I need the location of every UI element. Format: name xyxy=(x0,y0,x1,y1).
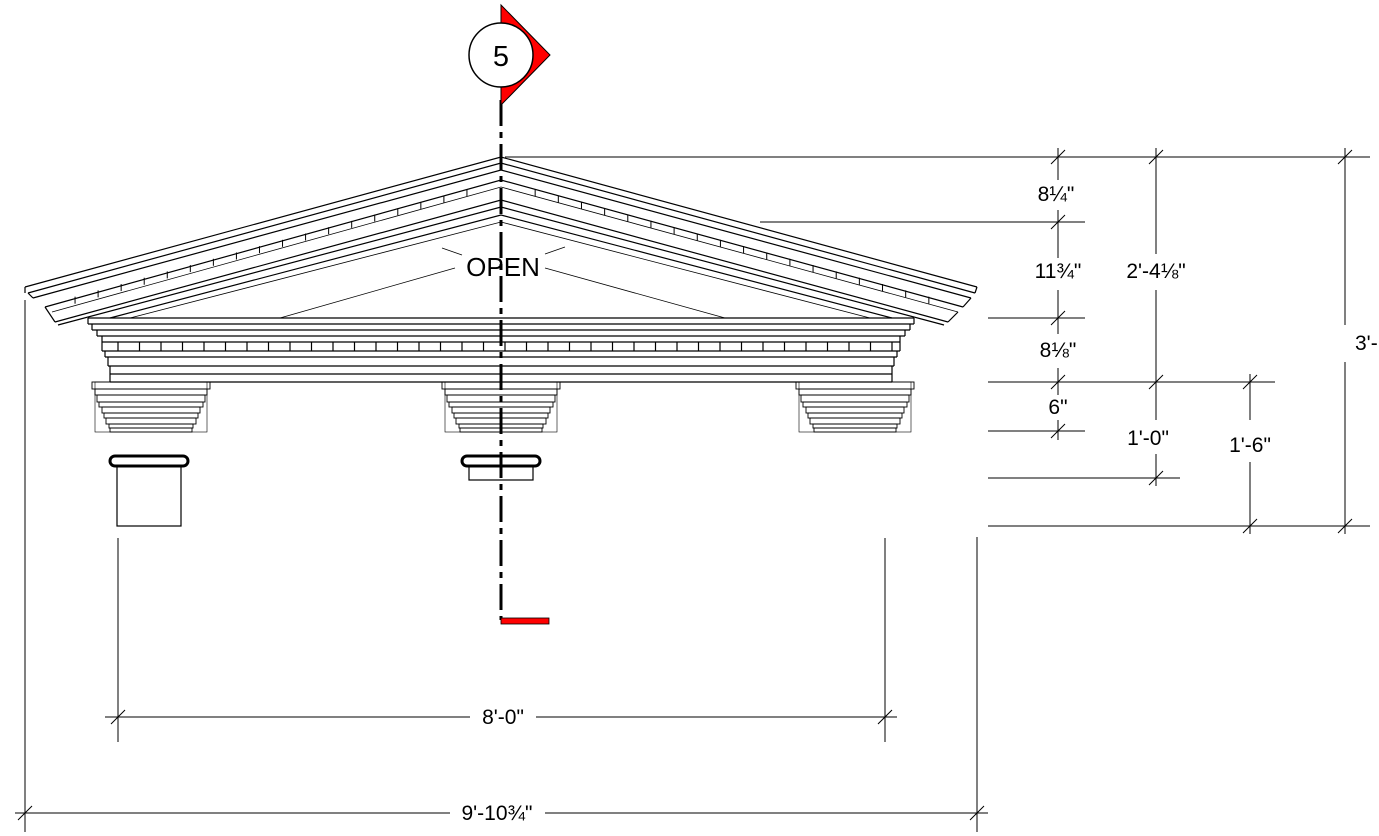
dim-crown-to-bed: 8¼" xyxy=(1038,183,1075,206)
vertical-dimension-lines xyxy=(1057,148,1346,534)
horizontal-dimension-lines xyxy=(15,716,988,814)
dimension-tick xyxy=(877,709,893,725)
section-cut-end-flag xyxy=(500,617,550,625)
section-marker-bubble xyxy=(468,22,534,88)
section-cut-line xyxy=(499,100,550,625)
capital-left xyxy=(91,381,211,433)
capital-molding xyxy=(108,423,194,429)
capital-molding xyxy=(795,381,915,390)
capital-molding xyxy=(800,394,910,403)
dimension-tick xyxy=(1148,470,1164,486)
capital-molding xyxy=(101,406,201,414)
capital-molding xyxy=(807,412,903,419)
dimension-extension-lines xyxy=(24,156,1370,832)
capital-molding xyxy=(798,388,912,396)
dimension-tick-marks xyxy=(17,149,1353,821)
dimension-tick xyxy=(1050,149,1066,165)
dimension-tick xyxy=(110,709,126,725)
dimension-tick xyxy=(1242,374,1258,390)
dim-column-span: 8'-0" xyxy=(482,706,524,729)
dimension-tick xyxy=(1148,149,1164,165)
dimension-tick xyxy=(1337,149,1353,165)
dimension-tick xyxy=(1050,310,1066,326)
dim-overall-width: 9'-10¾" xyxy=(461,802,532,825)
dimension-tick xyxy=(17,805,33,821)
capital-molding xyxy=(448,401,554,408)
rake-dentils xyxy=(74,189,930,304)
dim-capital-top: 6" xyxy=(1048,396,1067,419)
capital-molding xyxy=(105,417,197,425)
dim-capital-height: 1'-0" xyxy=(1127,427,1169,450)
column-left-shaft xyxy=(108,454,190,527)
capital-right xyxy=(795,381,915,433)
capital-molding xyxy=(96,394,206,403)
capital-outline xyxy=(94,381,208,433)
dimension-tick xyxy=(1050,423,1066,439)
dimension-tick xyxy=(1050,374,1066,390)
capital-molding xyxy=(809,417,901,425)
dimension-labels: 8¼" 11¾" 2'-4⅛" 3'-10⅛ 8⅛" 6" 1'-0" 1'-6… xyxy=(461,183,1379,825)
dimension-tick xyxy=(1337,518,1353,534)
dimension-tick xyxy=(1148,374,1164,390)
dim-gable-total: 2'-4⅛" xyxy=(1126,260,1185,283)
capital-molding xyxy=(812,423,898,429)
capital-outline xyxy=(798,381,912,433)
dim-capital-overall: 1'-6" xyxy=(1229,434,1271,457)
capital-molding xyxy=(94,388,208,396)
dimension-tick xyxy=(1242,518,1258,534)
capital-molding xyxy=(802,401,908,408)
section-marker: 5 xyxy=(468,3,551,107)
dim-cornice-band: 8⅛" xyxy=(1040,339,1077,362)
frieze-dentils xyxy=(117,342,893,351)
capital-molding xyxy=(813,427,897,433)
capital-molding xyxy=(103,412,199,419)
capital-molding xyxy=(91,381,211,390)
capital-molding xyxy=(98,401,204,408)
dim-bed-to-frieze: 11¾" xyxy=(1035,260,1082,283)
dim-overall-height: 3'-10⅛ xyxy=(1355,332,1379,355)
opening-label: OPEN xyxy=(466,252,540,282)
dimension-tick xyxy=(1050,214,1066,230)
dimension-tick xyxy=(969,805,985,821)
capital-molding xyxy=(805,406,905,414)
capital-molding xyxy=(109,427,193,433)
section-marker-number: 5 xyxy=(493,41,509,73)
